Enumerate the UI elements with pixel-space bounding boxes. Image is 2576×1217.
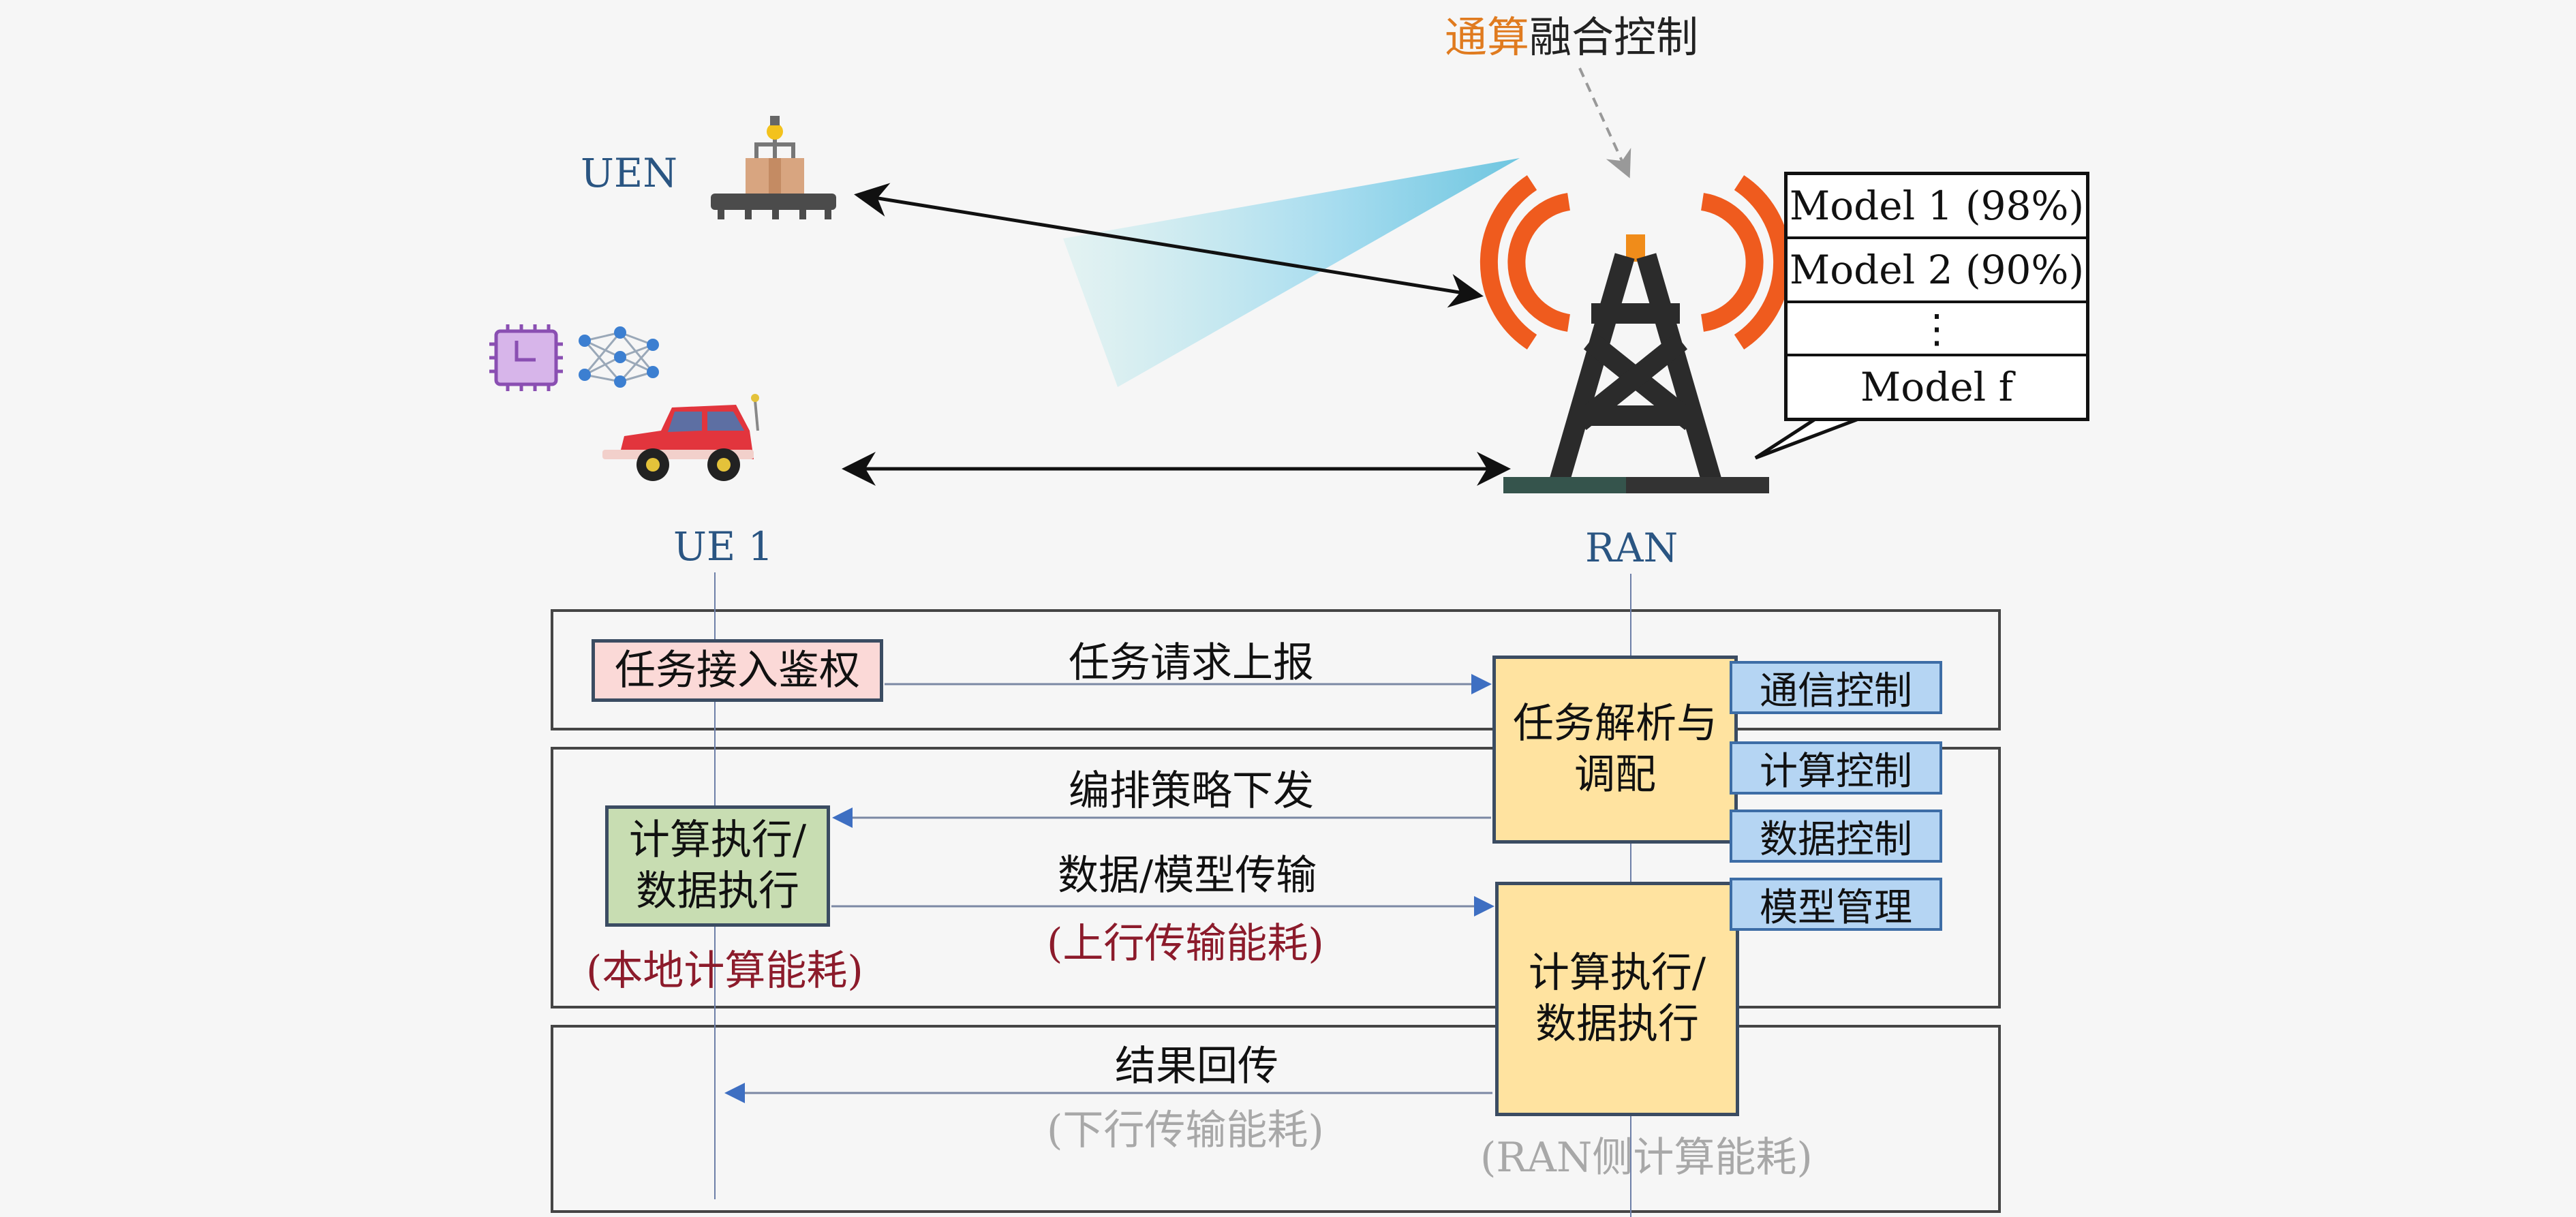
phase-access [551, 609, 2001, 730]
task-access-label: 任务接入鉴权 [615, 646, 860, 694]
control-data: 数据控制 [1730, 810, 1942, 863]
control-model-management: 模型管理 [1730, 878, 1942, 931]
downlink-energy-label: (下行传输能耗) [1047, 1107, 1324, 1154]
chip-icon [489, 324, 563, 391]
ran-label: RAN [1585, 525, 1678, 571]
transfer-label: 数据/模型传输 [1058, 852, 1317, 899]
title-rest: 融合控制 [1529, 12, 1699, 62]
task-request-label: 任务请求上报 [1069, 639, 1314, 687]
local-energy-label: (本地计算能耗) [586, 947, 863, 995]
uplink-energy-label: (上行传输能耗) [1047, 920, 1324, 968]
ran-parse-box: 任务解析与 调配 [1492, 656, 1738, 844]
orchestration-label: 编排策略下发 [1069, 767, 1314, 815]
ran-exec-line2: 数据执行 [1535, 1000, 1699, 1048]
model-row: Model 2 (90%) [1788, 239, 2086, 303]
diagram-title: 通算融合控制 [1445, 3, 1698, 64]
control-communication: 通信控制 [1730, 661, 1942, 714]
phase-result [551, 1025, 2001, 1213]
ran-parse-line1: 任务解析与 [1513, 700, 1717, 748]
ran-exec-line1: 计算执行/ [1528, 949, 1706, 997]
tower-icon [1479, 175, 1792, 493]
model-row: Model 1 (98%) [1788, 175, 2086, 239]
ran-exec-box: 计算执行/ 数据执行 [1495, 882, 1739, 1116]
task-access-box: 任务接入鉴权 [592, 639, 883, 702]
local-exec-box: 计算执行/ 数据执行 [605, 805, 830, 927]
ran-energy-label: (RAN侧计算能耗) [1480, 1134, 1813, 1182]
model-table: Model 1 (98%) Model 2 (90%) ⋮ Model f [1784, 172, 2089, 421]
uen-ran-link [854, 183, 1484, 308]
model-row: Model f [1860, 364, 2014, 410]
title-pointer-arrow [1578, 67, 1631, 179]
conveyor-robot-icon [711, 116, 836, 219]
local-exec-line2: 数据执行 [636, 867, 799, 915]
car-icon [602, 394, 759, 481]
local-exec-line1: 计算执行/ [628, 816, 807, 864]
control-compute: 计算控制 [1730, 741, 1942, 795]
result-return-label: 结果回传 [1115, 1043, 1278, 1090]
uen-label: UEN [581, 150, 677, 196]
neural-network-icon [579, 326, 659, 388]
ue1-label: UE 1 [673, 523, 773, 570]
phase-orchestration-transfer [551, 747, 2001, 1008]
ran-parse-line2: 调配 [1574, 751, 1656, 799]
title-accent: 通算 [1445, 12, 1530, 62]
model-row-ellipsis: ⋮ [1788, 303, 2086, 356]
beam-shape [1063, 158, 1520, 387]
